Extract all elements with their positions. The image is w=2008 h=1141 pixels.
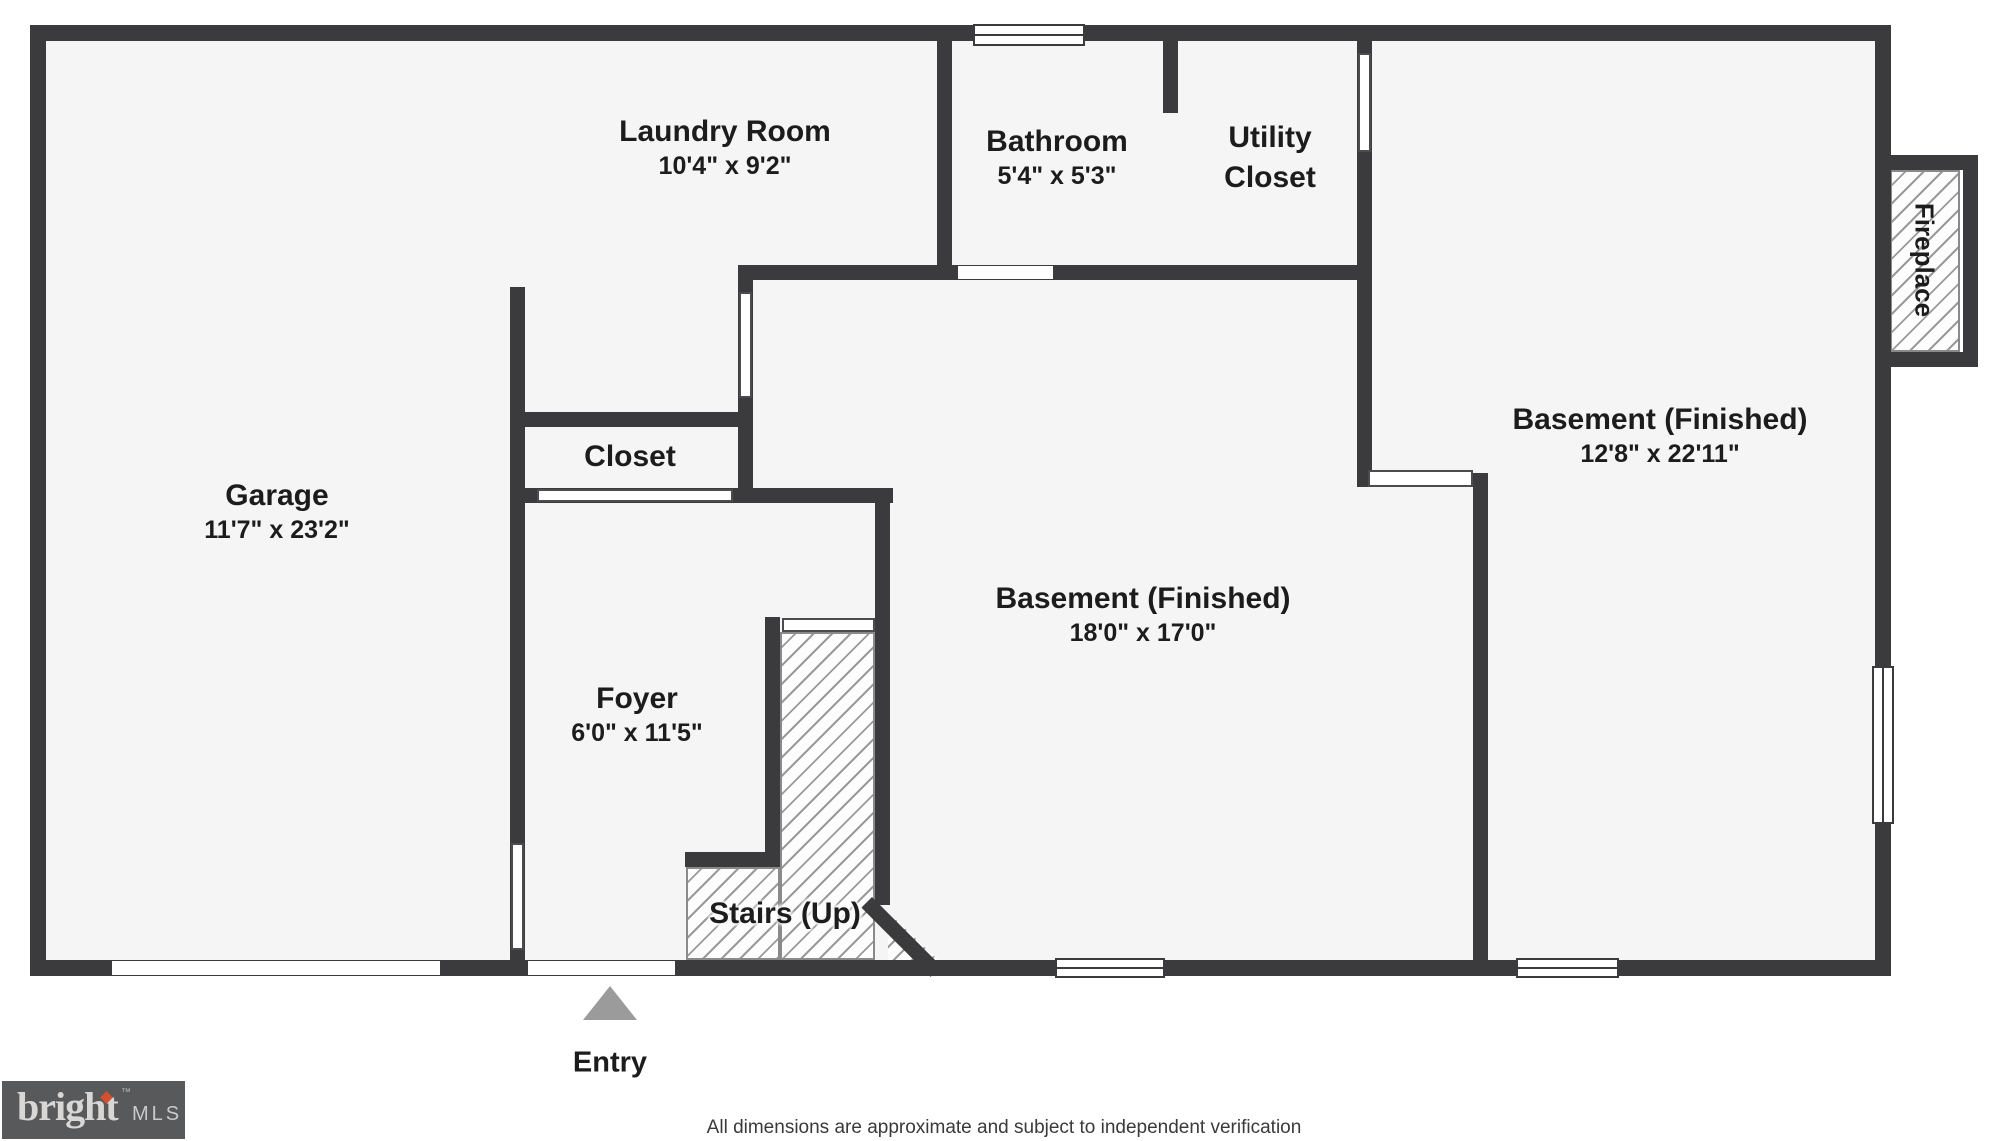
entry-door-opening xyxy=(528,961,675,975)
room-label-foyer: Foyer 6'0" x 11'5" xyxy=(571,681,703,749)
disclaimer-text: All dimensions are approximate and subje… xyxy=(706,1117,1302,1138)
room-title: Foyer xyxy=(596,682,678,715)
utility-wall-window xyxy=(1358,53,1371,152)
room-label-closet: Closet xyxy=(584,439,676,475)
right-wall-window xyxy=(1872,666,1894,824)
bathroom-door-opening xyxy=(958,266,1053,279)
wall-utility-right xyxy=(1357,41,1372,487)
stairs-label: Stairs (Up) xyxy=(709,897,861,930)
room-label-bathroom: Bathroom 5'4" x 5'3" xyxy=(986,124,1128,192)
fireplace-frame-bottom xyxy=(1883,352,1978,367)
outer-wall-bottom xyxy=(30,960,1891,976)
bottom-window-mid xyxy=(1055,958,1165,978)
wall-stairs-left xyxy=(765,617,780,857)
room-title: Basement (Finished) xyxy=(995,582,1291,615)
room-label-utility-closet: Utility Closet xyxy=(1224,118,1316,198)
brightmls-logo: bright ™ MLS xyxy=(2,1081,185,1139)
fireplace-frame-top xyxy=(1883,155,1978,170)
room-label-basement-right: Basement (Finished) 12'8" x 22'11" xyxy=(1512,402,1807,470)
closet-door-opening xyxy=(537,489,733,502)
stairwell-opening xyxy=(782,618,875,632)
outer-wall-left xyxy=(30,25,46,976)
room-dims: 18'0" x 17'0" xyxy=(1069,619,1217,647)
garage-wall-opening xyxy=(511,843,524,950)
bottom-window-right xyxy=(1516,958,1619,978)
logo-trademark: ™ xyxy=(121,1087,131,1098)
stairs-hatch-upper xyxy=(780,632,875,960)
fireplace-label: Fireplace xyxy=(1909,202,1940,318)
room-title: Bathroom xyxy=(986,125,1128,158)
fireplace-frame-right xyxy=(1963,155,1978,367)
wall-laundry-bathroom xyxy=(937,41,952,273)
wall-stairs-step xyxy=(685,852,780,867)
room-dims: 6'0" x 11'5" xyxy=(571,719,703,747)
stairs-hatch-lower xyxy=(686,867,780,960)
room-title: Basement (Finished) xyxy=(1512,403,1808,436)
basement-doorway xyxy=(1368,470,1473,487)
room-dims: 11'7" x 23'2" xyxy=(204,516,350,544)
logo-mls-text: MLS xyxy=(132,1103,183,1125)
room-dims: 5'4" x 5'3" xyxy=(997,162,1117,190)
room-title: Utility xyxy=(1228,121,1312,154)
room-dims: 12'8" x 22'11" xyxy=(1580,440,1740,468)
floor xyxy=(46,41,1875,960)
room-label-garage: Garage 11'7" x 23'2" xyxy=(204,478,349,546)
wall-basement-divider xyxy=(1473,473,1488,960)
room-title: Closet xyxy=(584,440,676,473)
garage-door-opening xyxy=(112,961,440,975)
room-dims: 10'4" x 9'2" xyxy=(658,152,792,180)
outer-wall-top xyxy=(30,25,1891,41)
logo-brand-text: bright xyxy=(17,1084,119,1129)
room-label-basement-mid: Basement (Finished) 18'0" x 17'0" xyxy=(995,581,1290,649)
wall-laundry-bottom xyxy=(738,265,1372,280)
wall-closet-top xyxy=(525,412,753,427)
top-wall-window xyxy=(973,24,1085,46)
room-label-laundry: Laundry Room 10'4" x 9'2" xyxy=(619,114,831,182)
laundry-wall-window xyxy=(739,292,752,398)
room-title: Laundry Room xyxy=(619,115,831,148)
wall-foyer-right xyxy=(875,488,890,905)
entry-label: Entry xyxy=(572,1046,648,1079)
fireplace-hatch xyxy=(1890,170,1960,352)
room-title: Closet xyxy=(1224,161,1316,194)
entry-arrow-icon xyxy=(583,986,637,1020)
wall-garage-right xyxy=(510,287,525,960)
room-title: Garage xyxy=(225,479,329,512)
wall-bathroom-utility xyxy=(1163,41,1178,113)
